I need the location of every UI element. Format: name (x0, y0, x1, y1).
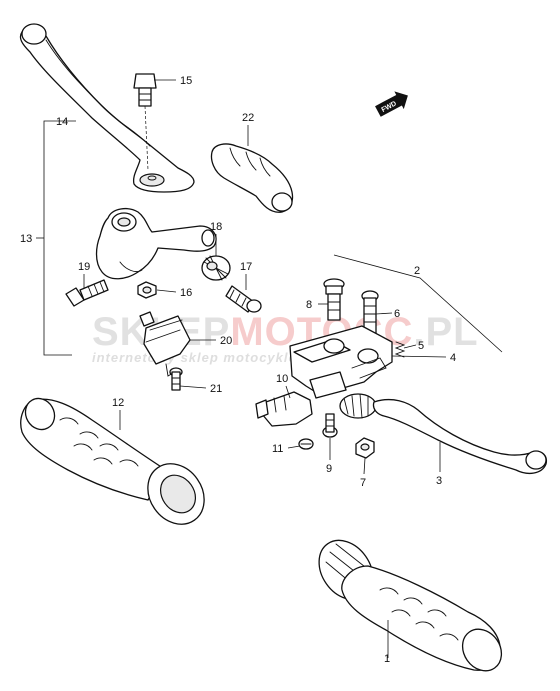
callout-13: 13 (20, 233, 32, 245)
part-12-left-grip (20, 397, 205, 525)
callout-20: 20 (220, 335, 232, 347)
part-6-bolt (361, 290, 379, 335)
fwd-arrow-icon: FWD (375, 91, 408, 117)
callout-14: 14 (56, 116, 68, 128)
part-11-switch-screw (298, 438, 314, 450)
callout-22: 22 (242, 112, 254, 124)
callout-21: 21 (210, 383, 222, 395)
leader-lines (83, 79, 447, 658)
callout-6: 6 (394, 308, 400, 320)
callout-1: 1 (384, 653, 390, 665)
part-20-clutch-switch (139, 311, 191, 377)
callout-19: 19 (78, 261, 90, 273)
part-8-pivot-bolt (323, 278, 345, 321)
part-19-clamp-bolt (65, 279, 109, 307)
callout-18: 18 (210, 221, 222, 233)
part-4-master-cylinder-body (289, 325, 393, 399)
callout-11: 11 (272, 443, 283, 455)
part-9-screw (322, 413, 338, 438)
part-16-nut (137, 281, 157, 299)
callout-3: 3 (436, 475, 442, 487)
callout-8: 8 (306, 299, 312, 311)
callout-16: 16 (180, 287, 192, 299)
watermark: SKLEPMOTOCC.PL internetowy sklep motocyk… (92, 310, 479, 365)
callout-labels: 1 2 3 4 5 6 7 8 9 10 11 12 13 14 15 16 1… (20, 75, 456, 665)
callout-12: 12 (112, 397, 124, 409)
callout-2: 2 (414, 265, 420, 277)
callout-15: 15 (180, 75, 192, 87)
callout-5: 5 (418, 340, 424, 352)
callout-7: 7 (360, 477, 366, 489)
part-3-brake-lever (339, 393, 548, 475)
watermark-tagline: internetowy sklep motocyklowy (92, 350, 317, 365)
svg-text:SKLEPMOTOCC.PL: SKLEPMOTOCC.PL (92, 310, 479, 354)
callout-4: 4 (450, 352, 456, 364)
part-18-adjuster-knob (201, 255, 231, 281)
part-1-right-grip (318, 539, 503, 672)
part-21-switch-screw (169, 367, 183, 391)
assembly-13-bracket (36, 120, 76, 356)
part-5-spring (394, 341, 406, 358)
callout-10: 10 (276, 373, 288, 385)
part-15-pivot-bolt (133, 73, 157, 171)
watermark-brand-3: .PL (413, 310, 478, 354)
part-22-lever-cover (210, 143, 294, 213)
part-14-clutch-lever (19, 23, 195, 193)
part-7-nut (355, 437, 375, 459)
callout-9: 9 (326, 463, 332, 475)
part-13-lever-holder (95, 207, 217, 280)
assembly-2-bracket (333, 254, 503, 353)
part-10-brake-switch (255, 391, 313, 427)
part-17-adjuster-screw (225, 285, 262, 313)
callout-17: 17 (240, 261, 252, 273)
